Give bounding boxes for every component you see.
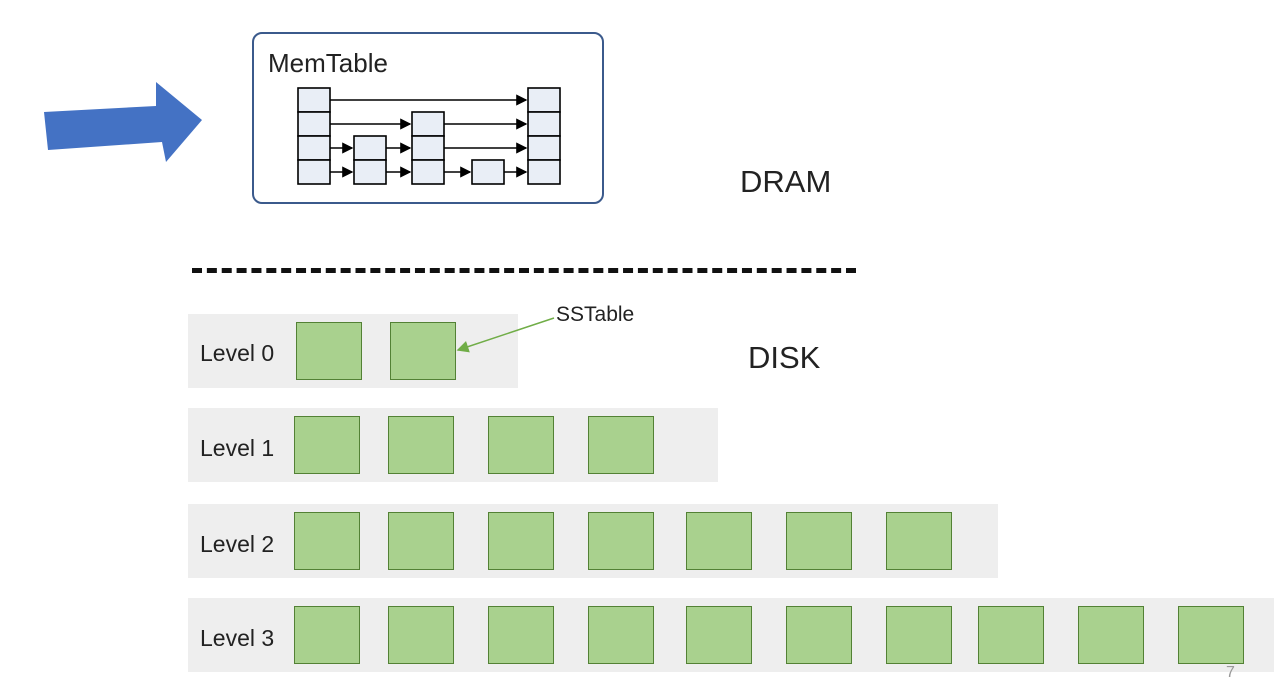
sstable [1078, 606, 1144, 664]
dram-disk-divider [192, 268, 856, 273]
sstable [588, 606, 654, 664]
level-2-label: Level 2 [200, 531, 275, 557]
dram-label: DRAM [740, 164, 832, 199]
level-0-label: Level 0 [200, 340, 275, 366]
level-1-label: Level 1 [200, 435, 275, 461]
sstable [786, 512, 852, 570]
sstable-callout-label: SSTable [556, 303, 635, 326]
memtable-title: MemTable [268, 48, 388, 78]
level-3-label: Level 3 [200, 625, 275, 651]
sstable [294, 416, 360, 474]
page-number: 7 [1226, 664, 1235, 681]
sstable [388, 512, 454, 570]
sstable [1178, 606, 1244, 664]
sstable [388, 606, 454, 664]
sstable [588, 512, 654, 570]
sstable [296, 322, 362, 380]
sstable [390, 322, 456, 380]
memtable-skiplist [297, 87, 561, 185]
sstable [488, 416, 554, 474]
sstable [388, 416, 454, 474]
sstable [686, 606, 752, 664]
sstable [886, 512, 952, 570]
sstable [886, 606, 952, 664]
disk-label: DISK [748, 340, 821, 375]
sstable-callout-line [456, 317, 555, 353]
sstable [786, 606, 852, 664]
sstable [294, 606, 360, 664]
sstable [294, 512, 360, 570]
sstable [588, 416, 654, 474]
input-arrow-icon [44, 82, 202, 162]
sstable [686, 512, 752, 570]
sstable [978, 606, 1044, 664]
sstable [488, 606, 554, 664]
sstable [488, 512, 554, 570]
